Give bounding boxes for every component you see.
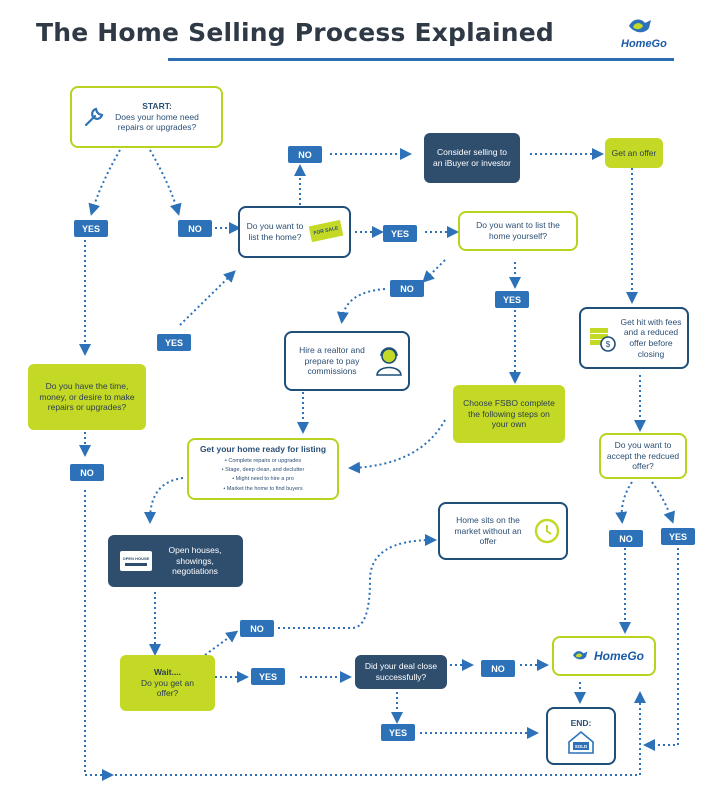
title-underline bbox=[168, 58, 674, 61]
end-box: END: SOLD bbox=[546, 707, 616, 765]
fsbo-box: Choose FSBO complete the following steps… bbox=[453, 385, 565, 443]
label-no: NO bbox=[70, 464, 104, 481]
label-yes: YES bbox=[74, 220, 108, 237]
label-no: NO bbox=[178, 220, 212, 237]
time-money-text: Do you have the time, money, or desire t… bbox=[39, 381, 135, 413]
realtor-text: Hire a realtor and prepare to pay commis… bbox=[299, 345, 365, 377]
wait-question: Do you get an offer? bbox=[141, 677, 194, 699]
ibuyer-text: Consider selling to an iBuyer or investo… bbox=[433, 147, 511, 168]
label-yes: YES bbox=[661, 528, 695, 545]
fsbo-text: Choose FSBO complete the following steps… bbox=[463, 398, 555, 430]
house-bird-icon bbox=[629, 19, 651, 33]
ibuyer-box: Consider selling to an iBuyer or investo… bbox=[424, 133, 520, 183]
for-sale-sign-text: FOR SALE bbox=[308, 219, 344, 243]
sits-market-box: Home sits on the market without an offer bbox=[438, 502, 568, 560]
start-box: START: Does your home need repairs or up… bbox=[70, 86, 223, 148]
list-yourself-text: Do you want to list the home yourself? bbox=[476, 220, 560, 241]
ready-listing-box: Get your home ready for listing Complete… bbox=[187, 438, 339, 500]
label-no: NO bbox=[288, 146, 322, 163]
label-no: NO bbox=[390, 280, 424, 297]
wrench-icon bbox=[84, 107, 104, 127]
ready-item: Complete repairs or upgrades bbox=[222, 457, 305, 466]
label-yes: YES bbox=[495, 291, 529, 308]
fees-box: $ Get hit with fees and a reduced offer … bbox=[579, 307, 689, 369]
open-house-sign-icon: OPEN HOUSE bbox=[120, 551, 152, 571]
wait-box: Wait.... Do you get an offer? bbox=[120, 655, 215, 711]
realtor-box: Hire a realtor and prepare to pay commis… bbox=[284, 331, 410, 391]
time-money-box: Do you have the time, money, or desire t… bbox=[28, 364, 146, 430]
label-no: NO bbox=[240, 620, 274, 637]
deal-close-box: Did your deal close successfully? bbox=[355, 655, 447, 689]
label-yes: YES bbox=[157, 334, 191, 351]
money-stack-icon: $ bbox=[590, 328, 616, 352]
wait-title: Wait.... bbox=[153, 667, 182, 678]
sits-market-text: Home sits on the market without an offer bbox=[454, 515, 522, 547]
start-question: Does your home need repairs or upgrades? bbox=[115, 111, 199, 133]
start-label: START: bbox=[142, 101, 172, 112]
get-offer-text: Get an offer bbox=[611, 147, 657, 158]
label-no: NO bbox=[609, 530, 643, 547]
end-label: END: bbox=[570, 717, 592, 728]
fees-text: Get hit with fees and a reduced offer be… bbox=[620, 316, 682, 359]
clock-icon bbox=[534, 518, 560, 544]
svg-text:$: $ bbox=[606, 340, 611, 349]
logo-text: HomeGo bbox=[621, 38, 667, 50]
label-yes: YES bbox=[251, 668, 285, 685]
sold-house-icon: SOLD bbox=[566, 730, 596, 755]
label-yes: YES bbox=[381, 724, 415, 741]
ready-item: Market the home to find buyers bbox=[222, 485, 305, 494]
list-yourself-box: Do you want to list the home yourself? bbox=[458, 211, 578, 251]
for-sale-sign-icon: FOR SALE bbox=[308, 219, 346, 245]
accept-reduced-box: Do you want to accept the redcued offer? bbox=[599, 433, 687, 479]
ready-item: Stage, deep clean, and declutter bbox=[222, 466, 304, 475]
homego-logo: HomeGo bbox=[615, 16, 675, 50]
homego-box-text: HomeGo bbox=[593, 648, 644, 663]
ready-list: Complete repairs or upgrades Stage, deep… bbox=[222, 457, 305, 494]
open-houses-box: OPEN HOUSE Open houses, showings, negoti… bbox=[108, 535, 243, 587]
deal-close-text: Did your deal close successfully? bbox=[364, 661, 438, 682]
accept-reduced-text: Do you want to accept the redcued offer? bbox=[606, 440, 680, 472]
open-houses-text: Open houses, showings, negotiations bbox=[168, 545, 222, 577]
page-title: The Home Selling Process Explained bbox=[36, 18, 555, 47]
homego-box: HomeGo bbox=[552, 636, 656, 676]
ready-item: Might need to hire a pro bbox=[222, 475, 305, 484]
get-offer-box: Get an offer bbox=[605, 138, 663, 168]
house-bird-icon bbox=[573, 651, 588, 660]
want-list-text: Do you want to list the home? bbox=[246, 221, 304, 242]
ready-title: Get your home ready for listing bbox=[199, 444, 327, 454]
want-list-box: Do you want to list the home? FOR SALE bbox=[238, 206, 351, 258]
realtor-person-icon bbox=[376, 347, 402, 376]
open-house-sign-text: OPEN HOUSE bbox=[122, 556, 150, 561]
label-no: NO bbox=[481, 660, 515, 677]
sold-sign-text: SOLD bbox=[573, 742, 589, 751]
label-yes: YES bbox=[383, 225, 417, 242]
